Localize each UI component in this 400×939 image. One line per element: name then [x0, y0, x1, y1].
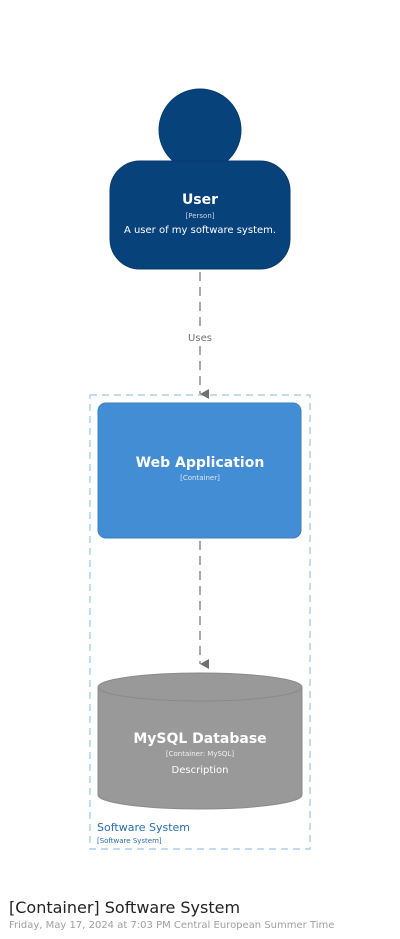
person-body-shape	[109, 160, 291, 270]
person-name: User	[182, 192, 218, 208]
webapp-box	[97, 402, 302, 539]
relationship-label: Uses	[188, 333, 212, 344]
person-head-shape	[158, 88, 242, 172]
person-description: A user of my software system.	[124, 225, 276, 236]
database-cylinder-body	[97, 672, 303, 810]
webapp-type: [Container]	[180, 474, 220, 482]
container-mysql-database[interactable]: MySQL Database [Container: MySQL] Descri…	[97, 672, 303, 810]
person-type: [Person]	[186, 212, 215, 220]
boundary-type: [Software System]	[97, 837, 162, 845]
database-type: [Container: MySQL]	[166, 750, 234, 758]
database-name: MySQL Database	[133, 731, 266, 747]
boundary-name: Software System	[97, 821, 190, 834]
database-cylinder-top-rim	[97, 686, 303, 702]
diagram-title: [Container] Software System	[9, 898, 241, 917]
relationship-user-to-webapp[interactable]: Uses	[188, 272, 212, 399]
webapp-name: Web Application	[136, 455, 265, 471]
database-description: Description	[172, 765, 229, 776]
container-web-application[interactable]: Web Application [Container]	[97, 402, 302, 539]
diagram-timestamp: Friday, May 17, 2024 at 7:03 PM Central …	[9, 920, 335, 931]
person-user[interactable]: User [Person] A user of my software syst…	[109, 88, 291, 270]
